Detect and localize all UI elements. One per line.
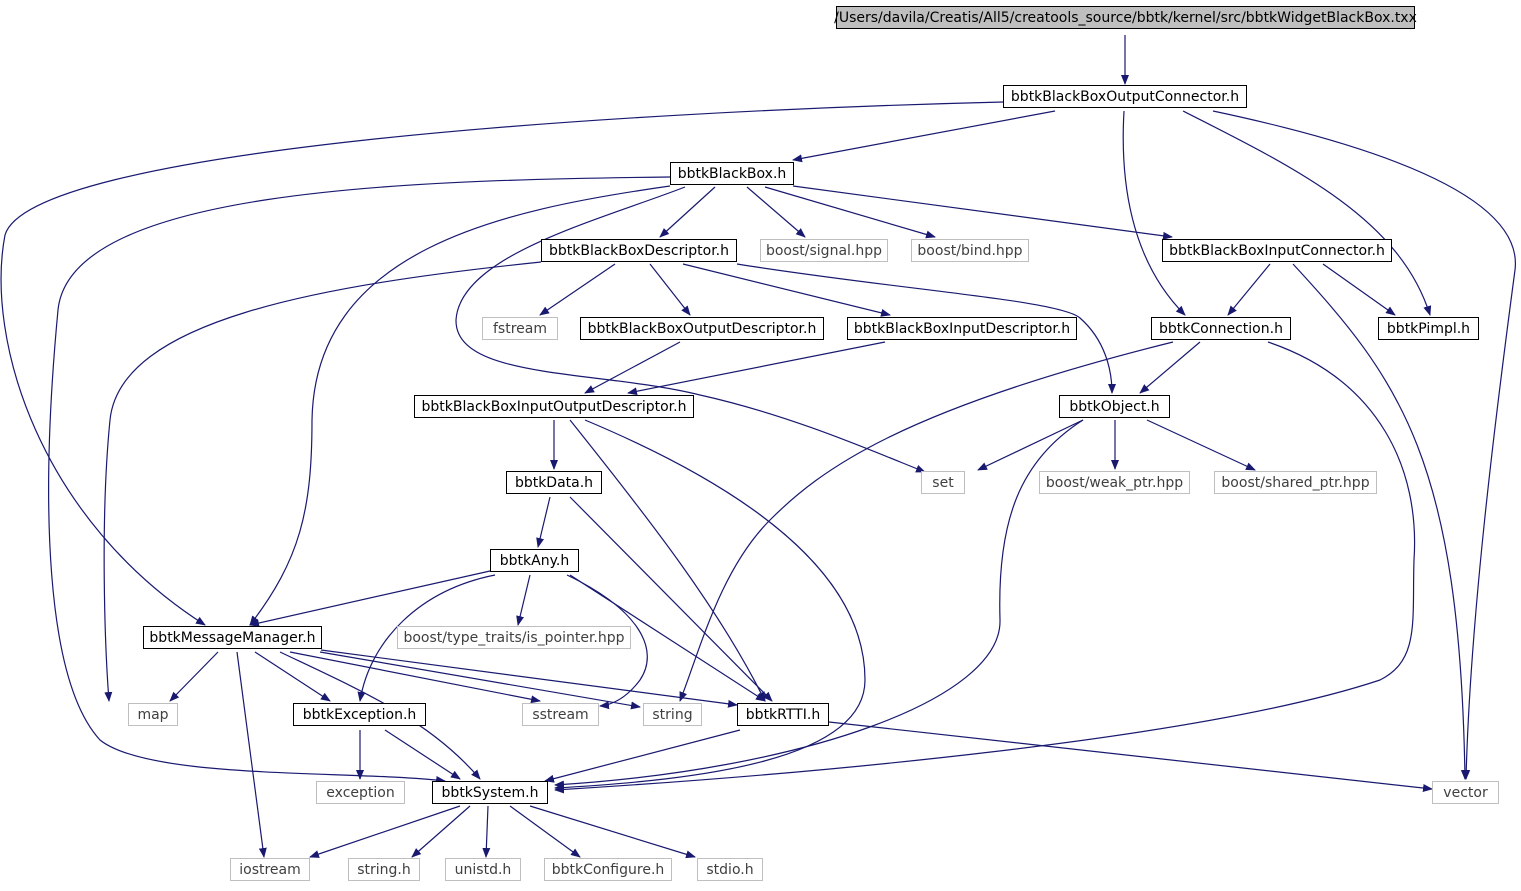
pimpl-node[interactable]: bbtkPimpl.h xyxy=(1378,317,1479,340)
edge-any-to-rtti xyxy=(569,574,766,702)
edge-exception-h-to-system xyxy=(384,729,461,780)
map-node[interactable]: map xyxy=(128,703,178,726)
fstream-node[interactable]: fstream xyxy=(482,317,558,340)
edge-io-descriptor-to-rtti xyxy=(569,419,766,702)
set-node[interactable]: set xyxy=(921,471,965,494)
edge-message-manager-to-rtti xyxy=(320,649,738,708)
iostream-node[interactable]: iostream xyxy=(230,858,310,881)
any-node[interactable]: bbtkAny.h xyxy=(490,549,579,572)
weak-ptr-node[interactable]: boost/weak_ptr.hpp xyxy=(1039,471,1190,494)
edge-any-to-message-manager xyxy=(249,570,491,627)
edge-system-to-unistd xyxy=(482,805,491,858)
input-connector-node[interactable]: bbtkBlackBoxInputConnector.h xyxy=(1162,239,1392,262)
edge-output-connector-to-connection xyxy=(1122,110,1186,316)
edge-connection-to-object xyxy=(1139,341,1201,394)
string-h-node[interactable]: string.h xyxy=(348,858,420,881)
data-node[interactable]: bbtkData.h xyxy=(506,471,602,494)
edge-connection-to-system xyxy=(554,341,1416,794)
edge-output-descriptor-to-io-descriptor xyxy=(584,341,681,394)
edge-data-to-rtti xyxy=(569,496,773,702)
edge-object-to-set xyxy=(977,419,1084,471)
edge-output-connector-to-pimpl xyxy=(1182,110,1432,316)
edge-descriptor-to-input-descriptor xyxy=(682,263,891,317)
output-connector-node[interactable]: bbtkBlackBoxOutputConnector.h xyxy=(1003,85,1247,108)
shared-ptr-node[interactable]: boost/shared_ptr.hpp xyxy=(1214,471,1377,494)
descriptor-node[interactable]: bbtkBlackBoxDescriptor.h xyxy=(541,239,737,262)
edge-system-to-configure xyxy=(509,805,581,858)
io-descriptor-node[interactable]: bbtkBlackBoxInputOutputDescriptor.h xyxy=(414,395,694,418)
edge-output-connector-to-blackbox xyxy=(792,110,1056,163)
edge-any-to-exception-h xyxy=(357,574,496,702)
edge-input-connector-to-connection xyxy=(1227,263,1271,316)
boost-signal-node[interactable]: boost/signal.hpp xyxy=(760,239,888,262)
edge-blackbox-to-boost-bind xyxy=(764,186,936,239)
edge-data-to-any xyxy=(536,496,551,548)
input-descriptor-node[interactable]: bbtkBlackBoxInputDescriptor.h xyxy=(847,317,1077,340)
edge-descriptor-to-fstream xyxy=(539,263,616,316)
edge-descriptor-to-output-descriptor xyxy=(649,263,691,316)
edge-system-to-iostream xyxy=(309,805,461,858)
edge-message-manager-to-string xyxy=(319,651,641,710)
connection-node[interactable]: bbtkConnection.h xyxy=(1151,317,1291,340)
edge-system-to-string-h xyxy=(411,805,471,858)
rtti-node[interactable]: bbtkRTTI.h xyxy=(737,703,829,726)
stdio-node[interactable]: stdio.h xyxy=(697,858,763,881)
edge-blackbox-to-system xyxy=(48,176,671,784)
edge-message-manager-to-sstream xyxy=(289,651,541,704)
root-file-node[interactable]: /Users/davila/Creatis/All5/creatools_sou… xyxy=(834,6,1417,29)
sstream-node[interactable]: sstream xyxy=(522,703,599,726)
edge-output-connector-to-message-manager xyxy=(0,101,1004,626)
edge-rtti-to-vector xyxy=(828,721,1433,792)
message-manager-node[interactable]: bbtkMessageManager.h xyxy=(143,626,322,649)
edge-input-connector-to-vector xyxy=(1292,263,1469,780)
dependency-edges xyxy=(0,35,1516,859)
exception-header-node[interactable]: bbtkException.h xyxy=(293,703,426,726)
edge-rtti-to-system xyxy=(544,729,741,783)
edge-system-to-stdio xyxy=(529,805,696,859)
edge-object-to-shared-ptr xyxy=(1146,419,1256,471)
edge-descriptor-to-map xyxy=(103,261,542,702)
edge-input-connector-to-pimpl xyxy=(1322,263,1396,316)
edge-blackbox-to-message-manager xyxy=(249,185,671,626)
output-descriptor-node[interactable]: bbtkBlackBoxOutputDescriptor.h xyxy=(580,317,824,340)
exception-node[interactable]: exception xyxy=(316,781,405,804)
edge-output-connector-to-vector xyxy=(1212,110,1516,780)
configure-node[interactable]: bbtkConfigure.h xyxy=(544,858,672,881)
edge-any-to-is-pointer xyxy=(516,574,531,626)
vector-node[interactable]: vector xyxy=(1432,781,1499,804)
string-node[interactable]: string xyxy=(643,703,702,726)
edge-object-to-system xyxy=(554,419,1084,789)
system-node[interactable]: bbtkSystem.h xyxy=(432,781,548,804)
unistd-node[interactable]: unistd.h xyxy=(445,858,521,881)
blackbox-node[interactable]: bbtkBlackBox.h xyxy=(670,162,794,185)
is-pointer-node[interactable]: boost/type_traits/is_pointer.hpp xyxy=(397,626,631,649)
edge-connection-to-string xyxy=(679,341,1174,702)
edge-blackbox-to-input-connector xyxy=(792,185,1173,240)
edge-message-manager-to-exception-h xyxy=(254,651,331,702)
edge-message-manager-to-iostream xyxy=(236,651,267,858)
edge-blackbox-to-boost-signal xyxy=(746,186,806,238)
boost-bind-node[interactable]: boost/bind.hpp xyxy=(911,239,1029,262)
edge-input-descriptor-to-io-descriptor xyxy=(627,341,886,396)
object-node[interactable]: bbtkObject.h xyxy=(1059,395,1170,418)
edge-io-descriptor-to-system xyxy=(554,419,866,792)
edge-message-manager-to-map xyxy=(169,651,219,702)
edge-blackbox-to-descriptor xyxy=(659,186,716,238)
